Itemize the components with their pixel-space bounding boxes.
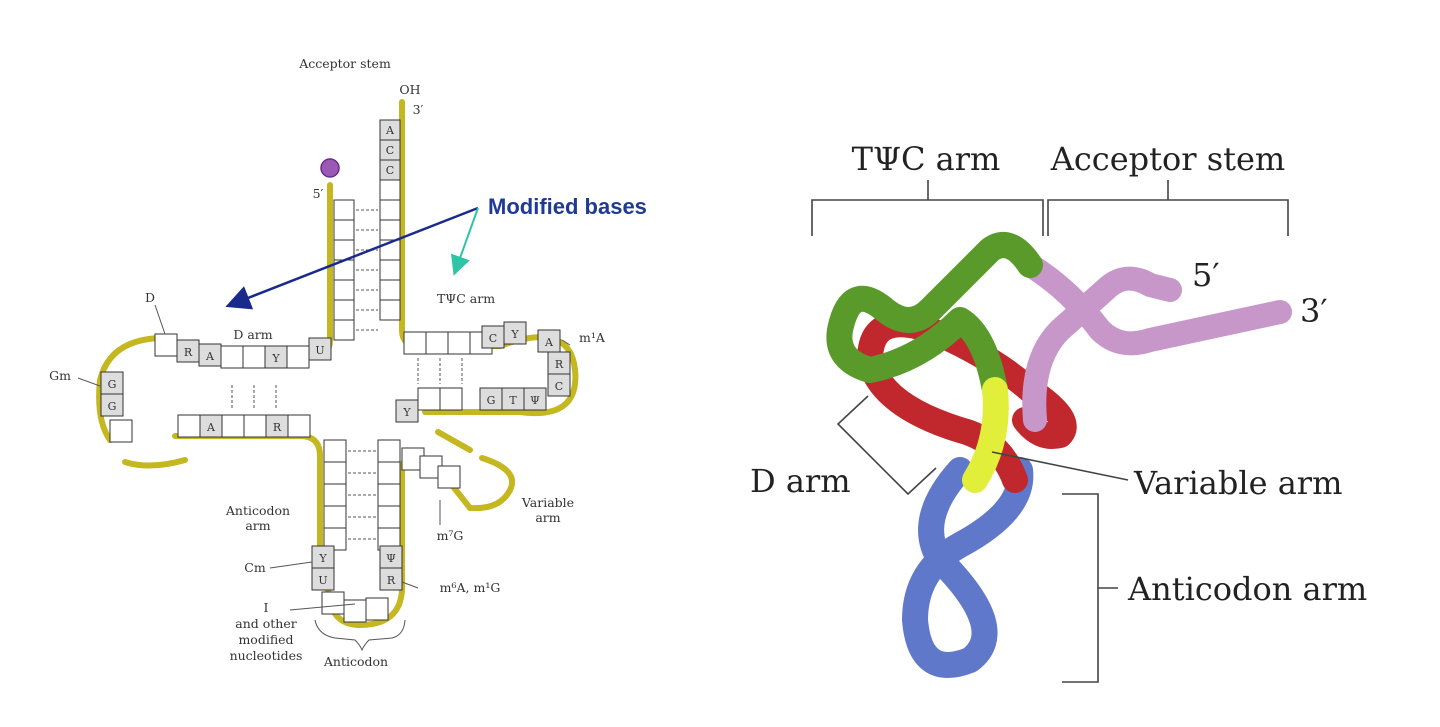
anticodon-arm-boxes [311, 439, 461, 623]
base-d-a: A [205, 350, 215, 363]
acceptor-stem-tube-3 [1018, 253, 1292, 356]
l-shape-diagram: TΨC arm Acceptor stem 5′ 3′ D arm Variab… [750, 140, 1367, 683]
label-anticodon-arm-2: arm [245, 518, 270, 533]
label-m7g: m⁷G [437, 528, 464, 543]
modified-bases-arrow-secondary [451, 207, 479, 276]
base-t-g: G [487, 394, 496, 407]
base-a: A [385, 124, 395, 137]
base-t-r: R [555, 358, 564, 371]
label-i-line2: and other [235, 616, 296, 631]
label-oh: OH [399, 82, 420, 97]
anticodon-arm-tube [902, 457, 1034, 678]
label-variable-arm-1: Variable [521, 495, 574, 510]
label-anticodon: Anticodon [323, 654, 388, 669]
base-t-psi: Ψ [530, 394, 540, 407]
label-5prime: 5′ [1192, 256, 1220, 294]
base-g1: G [108, 378, 117, 391]
label-i-line3: modified [238, 632, 293, 647]
label-i-line4: nucleotides [230, 648, 303, 663]
base-ac-u: U [318, 574, 327, 587]
variable-arm-tube [962, 377, 1009, 493]
label-anticodon-arm: Anticodon arm [1127, 570, 1367, 608]
label-gm: Gm [49, 368, 71, 383]
base-t-t: T [509, 394, 517, 407]
label-i-line1: I [264, 600, 269, 615]
base-c1: C [386, 144, 394, 157]
base-g2: G [108, 400, 117, 413]
cloverleaf-diagram: A C C R A Y U G G A R C Y A R C Ψ T G Y … [49, 56, 647, 669]
acceptor-stem-boxes [333, 119, 401, 341]
label-variable-arm-2: arm [535, 510, 560, 525]
tpsic-arm-tube [826, 232, 1043, 403]
base-db-r: R [273, 421, 282, 434]
base-ac-r: R [387, 574, 396, 587]
variable-arm-leader [991, 451, 1129, 481]
base-d-u: U [315, 344, 324, 357]
label-d: D [145, 290, 155, 305]
base-d-y: Y [271, 352, 280, 365]
base-db-a: A [206, 421, 216, 434]
label-m1a: m¹A [579, 330, 606, 345]
label-d-arm-small: D arm [233, 327, 272, 342]
label-acceptor-stem: Acceptor stem [1050, 140, 1286, 178]
label-3prime-small: 3′ [413, 102, 424, 117]
base-t-c2: C [555, 380, 563, 393]
label-m6a-m1g: m⁶A, m¹G [440, 580, 501, 595]
base-ac-psi: Ψ [386, 552, 396, 565]
d-arm-bracket [836, 395, 937, 496]
top-brackets [811, 180, 1289, 236]
label-5prime-small: 5′ [313, 186, 324, 201]
d-arm-boxes [100, 333, 332, 443]
label-modified-bases: Modified bases [488, 194, 647, 219]
base-t-c: C [489, 332, 497, 345]
base-t-y2: Y [402, 406, 411, 419]
base-d-r: R [184, 346, 193, 359]
label-acceptor-stem-small: Acceptor stem [298, 56, 391, 71]
label-tpsic-arm-small: TΨC arm [437, 291, 495, 306]
label-tpsic-arm: TΨC arm [852, 140, 1001, 178]
label-3prime: 3′ [1300, 292, 1328, 330]
base-ac-y: Y [318, 552, 327, 565]
anticodon-arm-bracket [1062, 493, 1099, 683]
base-c2: C [386, 164, 394, 177]
acceptor-stem-tube-5 [1022, 266, 1182, 432]
label-cm: Cm [244, 560, 266, 575]
label-variable-arm: Variable arm [1133, 464, 1342, 502]
base-t-a: A [544, 336, 554, 349]
base-t-y: Y [510, 328, 519, 341]
modified-bases-arrow-primary [225, 206, 479, 310]
label-d-arm: D arm [750, 462, 851, 500]
label-anticodon-arm-1: Anticodon [225, 503, 290, 518]
tpsic-arm-boxes [395, 321, 571, 423]
phosphate-icon [320, 158, 340, 178]
